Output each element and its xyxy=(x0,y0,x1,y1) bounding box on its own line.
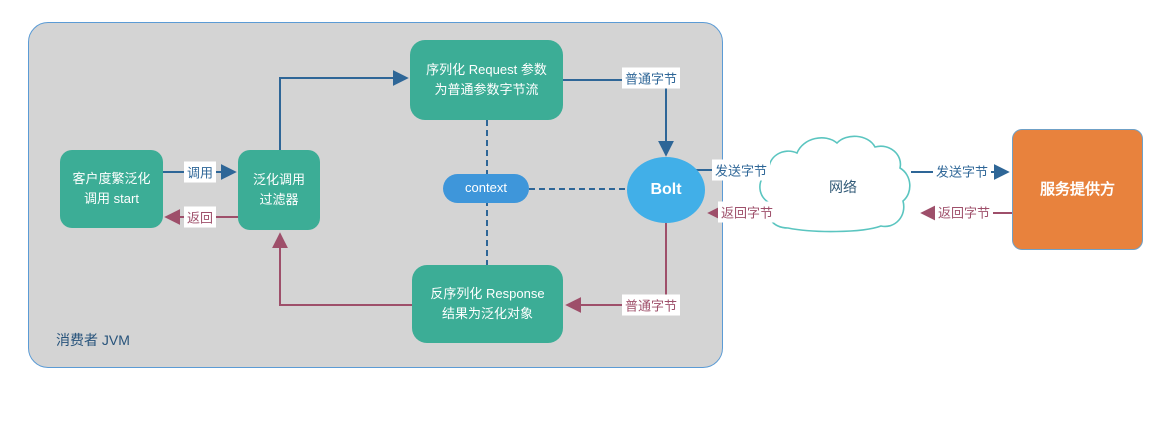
client-start-line1: 客户度繁泛化 xyxy=(72,170,151,186)
context-label: context xyxy=(465,180,507,196)
filter-line1: 泛化调用 xyxy=(252,171,305,187)
deserialize-line2: 结果为泛化对象 xyxy=(441,306,533,321)
context-node: context xyxy=(443,174,529,203)
return-bytes-bolt-label: 返回字节 xyxy=(717,201,777,223)
generic-call-filter-node: 泛化调用 过滤器 xyxy=(238,150,320,230)
send-bytes-bolt-label: 发送字节 xyxy=(711,159,771,181)
edge-deserialize-to-filter xyxy=(272,232,412,306)
serialize-request-node: 序列化 Request 参数 为普通参数字节流 xyxy=(410,40,563,120)
deserialize-response-node: 反序列化 Response 结果为泛化对象 xyxy=(412,265,563,343)
return-bytes-provider-label: 返回字节 xyxy=(934,201,994,223)
edge-filter-to-serialize xyxy=(279,70,409,150)
call-edge-label: 调用 xyxy=(183,161,217,183)
filter-line2: 过滤器 xyxy=(259,192,299,207)
edge-serialize-to-bolt xyxy=(563,79,674,157)
serialize-line1: 序列化 Request 参数 xyxy=(426,61,547,77)
send-bytes-provider-label: 发送字节 xyxy=(932,160,992,182)
service-provider-label: 服务提供方 xyxy=(1039,180,1115,198)
bolt-label: Bolt xyxy=(650,180,682,198)
consumer-jvm-label: 消费者 JVM xyxy=(56,332,130,348)
client-start-node: 客户度繁泛化 调用 start xyxy=(60,150,163,228)
edge-bolt-to-deserialize xyxy=(565,222,667,313)
plain-bytes-top-label: 普通字节 xyxy=(621,67,681,89)
bolt-node: Bolt xyxy=(627,157,705,223)
deserialize-line1: 反序列化 Response xyxy=(430,285,545,301)
network-cloud-icon xyxy=(759,135,911,233)
plain-bytes-bottom-label: 普通字节 xyxy=(621,294,681,316)
network-label: 网络 xyxy=(829,179,857,195)
serialize-line2: 为普通参数字节流 xyxy=(434,82,539,97)
return-edge-label: 返回 xyxy=(183,206,217,228)
service-provider-node: 服务提供方 xyxy=(1012,129,1143,250)
client-start-line2: 调用 start xyxy=(84,191,139,206)
